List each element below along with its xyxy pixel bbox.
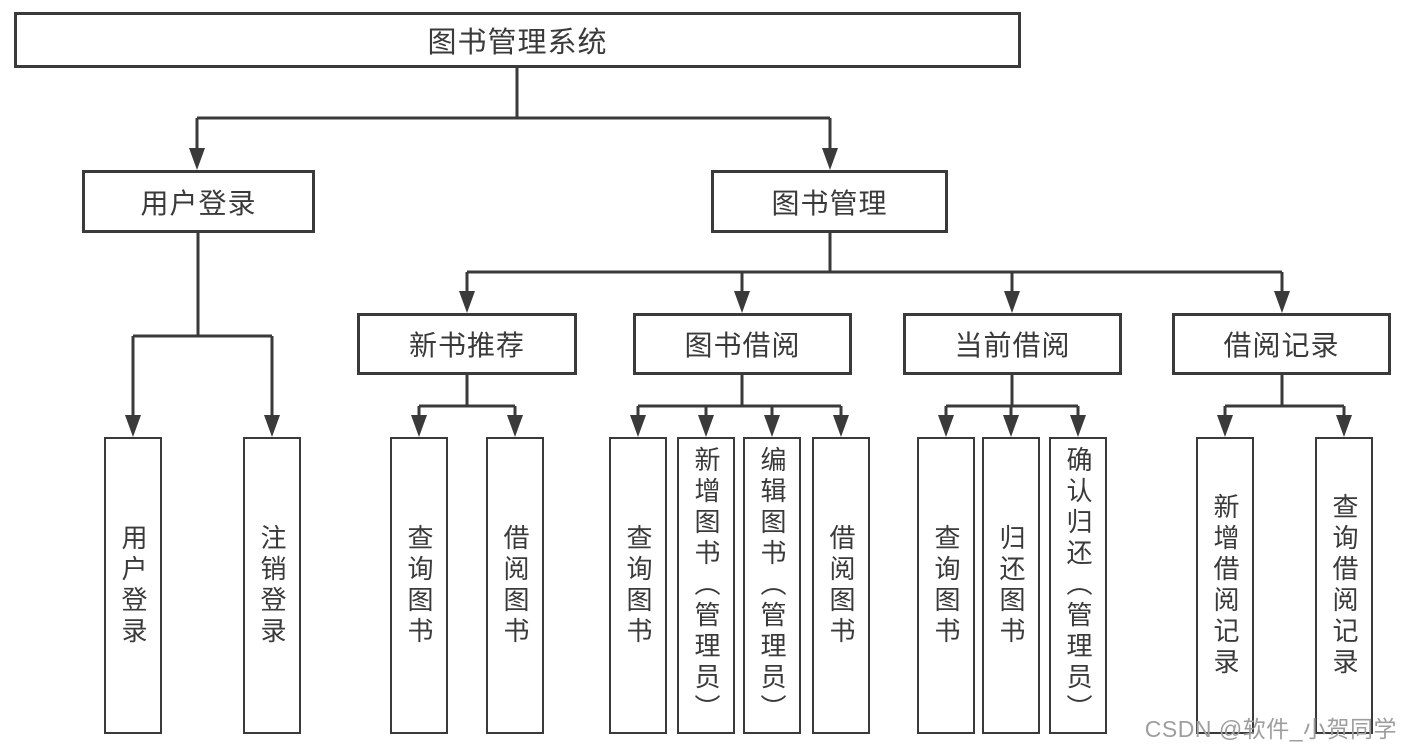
leaf-borrow-books: 借阅图书 [812, 437, 870, 734]
leaf-return-books: 归还图书 [982, 437, 1040, 734]
node-user-login: 用户登录 [82, 170, 315, 233]
leaf-user-login-label: 用户登录 [118, 523, 148, 648]
node-borrow-records: 借阅记录 [1172, 313, 1391, 375]
leaf-add-book-admin: 新增图书（管理员） [677, 437, 735, 734]
node-book-borrow-label: 图书借阅 [684, 330, 801, 361]
leaf-logout-label: 注销登录 [257, 523, 287, 648]
node-borrow-records-label: 借阅记录 [1223, 330, 1340, 361]
node-new-book-recommend-label: 新书推荐 [408, 330, 525, 361]
leaf-confirm-return-admin: 确认归还（管理员） [1049, 437, 1107, 734]
leaf-query-books-borrow-label: 查询图书 [623, 523, 653, 648]
leaf-query-books-recommend: 查询图书 [390, 437, 448, 734]
leaf-confirm-return-admin-label: 确认归还（管理员） [1063, 446, 1093, 725]
leaf-query-borrow-record: 查询借阅记录 [1315, 437, 1373, 734]
node-new-book-recommend: 新书推荐 [357, 313, 577, 375]
node-root-system: 图书管理系统 [14, 12, 1021, 68]
leaf-query-books-borrow: 查询图书 [609, 437, 667, 734]
node-book-borrow: 图书借阅 [633, 313, 852, 375]
leaf-edit-book-admin-label: 编辑图书（管理员） [757, 446, 787, 725]
leaf-logout: 注销登录 [243, 437, 301, 734]
leaf-add-book-admin-label: 新增图书（管理员） [691, 446, 721, 725]
node-user-login-label: 用户登录 [140, 187, 257, 219]
leaf-query-books-current-label: 查询图书 [931, 523, 961, 648]
leaf-query-books-current: 查询图书 [917, 437, 975, 734]
leaf-add-borrow-record-label: 新增借阅记录 [1210, 492, 1240, 679]
leaf-edit-book-admin: 编辑图书（管理员） [743, 437, 801, 734]
node-root-label: 图书管理系统 [427, 27, 608, 59]
node-book-management: 图书管理 [711, 170, 948, 233]
leaf-add-borrow-record: 新增借阅记录 [1196, 437, 1254, 734]
csdn-watermark: CSDN @软件_小贺同学 [1144, 716, 1397, 742]
leaf-borrow-books-label: 借阅图书 [826, 523, 856, 648]
node-current-borrow: 当前借阅 [903, 313, 1122, 375]
leaf-query-borrow-record-label: 查询借阅记录 [1329, 492, 1359, 679]
node-book-management-label: 图书管理 [771, 187, 888, 219]
node-current-borrow-label: 当前借阅 [954, 330, 1071, 361]
leaf-borrow-books-recommend: 借阅图书 [486, 437, 544, 734]
leaf-user-login: 用户登录 [104, 437, 162, 734]
leaf-return-books-label: 归还图书 [996, 523, 1026, 648]
leaf-borrow-books-recommend-label: 借阅图书 [500, 523, 530, 648]
leaf-query-books-recommend-label: 查询图书 [404, 523, 434, 648]
